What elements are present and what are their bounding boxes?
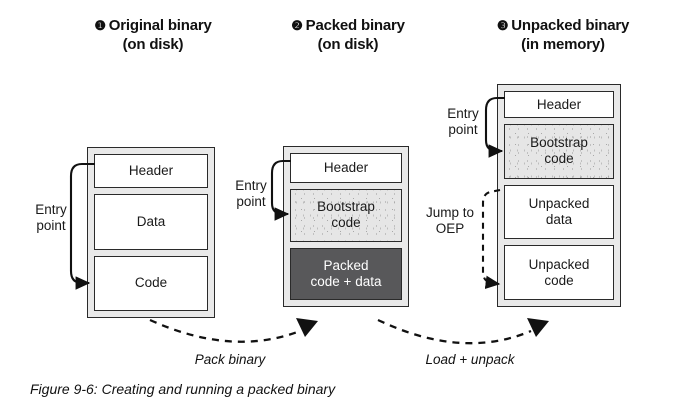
entry-point-line1: Entry	[235, 178, 267, 193]
segment-label-line2: code	[331, 215, 361, 231]
column-subtitle-3: (in memory)	[521, 36, 605, 53]
segment-packed-code-data: Packed code + data	[290, 247, 402, 300]
binary-stack-unpacked: Header Bootstrap code Unpacked data Unpa…	[497, 84, 621, 307]
segment-label: Header	[323, 160, 369, 175]
segment-label-line2: code	[544, 272, 574, 288]
segment-header-packed: Header	[290, 153, 402, 183]
entry-point-line2: point	[236, 194, 266, 209]
segment-unpacked-data: Unpacked data	[504, 184, 614, 240]
segment-header-original: Header	[94, 154, 208, 188]
flow-arrow-pack-binary	[149, 318, 318, 343]
segment-label-line1: Packed	[323, 257, 369, 273]
column-number-1: ❶	[94, 18, 106, 33]
segment-label-line1: Unpacked	[528, 196, 590, 211]
figure-caption: Figure 9-6: Creating and running a packe…	[30, 381, 336, 397]
segment-bootstrap-code-unpacked: Bootstrap code	[504, 124, 614, 179]
binary-stack-packed: Header Bootstrap code Packed code + data	[283, 146, 409, 307]
segment-label-line1: Unpacked	[528, 256, 590, 272]
column-subtitle-1: (on disk)	[122, 36, 184, 53]
binary-stack-original: Header Data Code	[87, 147, 215, 318]
segment-label-line2: code + data	[310, 273, 382, 289]
column-number-2: ❷	[291, 18, 303, 33]
segment-unpacked-code: Unpacked code	[504, 245, 614, 301]
segment-label-line2: code	[544, 151, 574, 167]
segment-label: Data	[136, 213, 166, 229]
flow-arrow-load-unpack	[377, 318, 549, 345]
entry-point-line1: Entry	[447, 106, 479, 121]
entry-point-line1: Entry	[35, 202, 67, 217]
entry-point-label-unpacked: Entry point	[434, 106, 492, 138]
flow-label-load-unpack: Load + unpack	[425, 352, 515, 367]
entry-point-line2: point	[448, 122, 478, 137]
segment-label: Code	[134, 275, 168, 291]
segment-label: Header	[128, 163, 174, 178]
entry-point-label-original: Entry point	[22, 202, 80, 234]
segment-bootstrap-code-packed: Bootstrap code	[290, 189, 402, 242]
column-subtitle-2: (on disk)	[317, 36, 379, 53]
flow-label-pack-binary: Pack binary	[194, 352, 266, 367]
column-title-1: Original binary	[108, 17, 212, 34]
segment-label-line2: data	[545, 212, 573, 227]
segment-code-original: Code	[94, 255, 208, 311]
entry-point-line2: point	[36, 218, 66, 233]
segment-label: Header	[536, 96, 582, 112]
segment-label-line1: Bootstrap	[530, 135, 588, 151]
jump-to-oep-line1: Jump to	[425, 205, 475, 220]
entry-point-label-packed: Entry point	[222, 178, 280, 210]
segment-header-unpacked: Header	[504, 91, 614, 118]
segment-data-original: Data	[94, 194, 208, 250]
segment-label-line1: Bootstrap	[317, 199, 375, 215]
jump-to-oep-label: Jump to OEP	[420, 205, 480, 237]
column-number-3: ❸	[496, 18, 509, 33]
column-title-3: Unpacked binary	[511, 17, 630, 34]
jump-to-oep-line2: OEP	[435, 221, 465, 236]
column-title-2: Packed binary	[305, 17, 405, 34]
